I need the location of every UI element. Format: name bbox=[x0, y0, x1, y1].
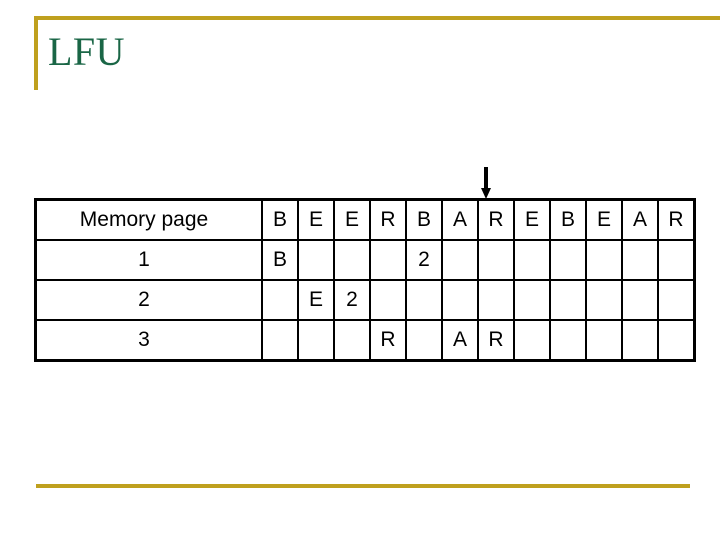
frame-slot-cell: A bbox=[441, 319, 479, 362]
frame-slot-cell: 2 bbox=[405, 239, 443, 281]
reference-sequence-cell: B bbox=[261, 198, 299, 241]
frame-slot-cell bbox=[513, 319, 551, 362]
frame-slot-cell bbox=[297, 239, 335, 281]
frame-slot-cell bbox=[333, 239, 371, 281]
frame-slot-cell bbox=[621, 279, 659, 321]
reference-sequence-cell: R bbox=[369, 198, 407, 241]
frame-slot-cell bbox=[657, 279, 696, 321]
frame-slot-cell bbox=[657, 319, 696, 362]
frame-slot-cell bbox=[405, 279, 443, 321]
frame-slot-cell bbox=[261, 319, 299, 362]
frame-slot-cell bbox=[621, 319, 659, 362]
reference-sequence-cell: B bbox=[405, 198, 443, 241]
frame-slot-cell bbox=[441, 239, 479, 281]
frame-slot-cell bbox=[477, 279, 515, 321]
frame-slot-cell bbox=[333, 319, 371, 362]
reference-sequence-cell: E bbox=[513, 198, 551, 241]
slide-accent-rule-bottom bbox=[36, 484, 690, 488]
frame-slot-cell bbox=[477, 239, 515, 281]
reference-sequence-cell: A bbox=[621, 198, 659, 241]
arrow-down-icon bbox=[481, 167, 491, 199]
reference-sequence-cell: B bbox=[549, 198, 587, 241]
frame-slot-cell bbox=[549, 279, 587, 321]
slide-accent-rule-top bbox=[34, 16, 720, 20]
frame-number-label: 3 bbox=[34, 319, 263, 362]
reference-sequence-cell: E bbox=[585, 198, 623, 241]
frame-slot-cell bbox=[513, 279, 551, 321]
frame-slot-cell bbox=[405, 319, 443, 362]
frame-slot-cell bbox=[441, 279, 479, 321]
reference-sequence-cell: R bbox=[477, 198, 515, 241]
frame-number-label: 1 bbox=[34, 239, 263, 281]
frame-slot-cell: R bbox=[369, 319, 407, 362]
frame-slot-cell bbox=[585, 239, 623, 281]
frame-slot-cell: B bbox=[261, 239, 299, 281]
slide-accent-rule-left bbox=[34, 16, 38, 90]
frame-slot-cell bbox=[585, 279, 623, 321]
frame-slot-cell bbox=[297, 319, 335, 362]
frame-number-label: 2 bbox=[34, 279, 263, 321]
reference-sequence-cell: R bbox=[657, 198, 696, 241]
frame-slot-cell bbox=[621, 239, 659, 281]
frame-slot-cell bbox=[657, 239, 696, 281]
frame-slot-cell bbox=[585, 319, 623, 362]
frame-slot-cell bbox=[549, 239, 587, 281]
frame-slot-cell bbox=[261, 279, 299, 321]
frame-slot-cell bbox=[369, 279, 407, 321]
frame-slot-cell bbox=[549, 319, 587, 362]
frame-slot-cell: 2 bbox=[333, 279, 371, 321]
memory-page-header-label: Memory page bbox=[34, 198, 263, 241]
reference-sequence-cell: A bbox=[441, 198, 479, 241]
reference-sequence-cell: E bbox=[333, 198, 371, 241]
frame-slot-cell bbox=[369, 239, 407, 281]
frame-slot-cell: E bbox=[297, 279, 335, 321]
frame-slot-cell bbox=[513, 239, 551, 281]
reference-sequence-cell: E bbox=[297, 198, 335, 241]
frame-slot-cell: R bbox=[477, 319, 515, 362]
page-title: LFU bbox=[48, 29, 126, 74]
